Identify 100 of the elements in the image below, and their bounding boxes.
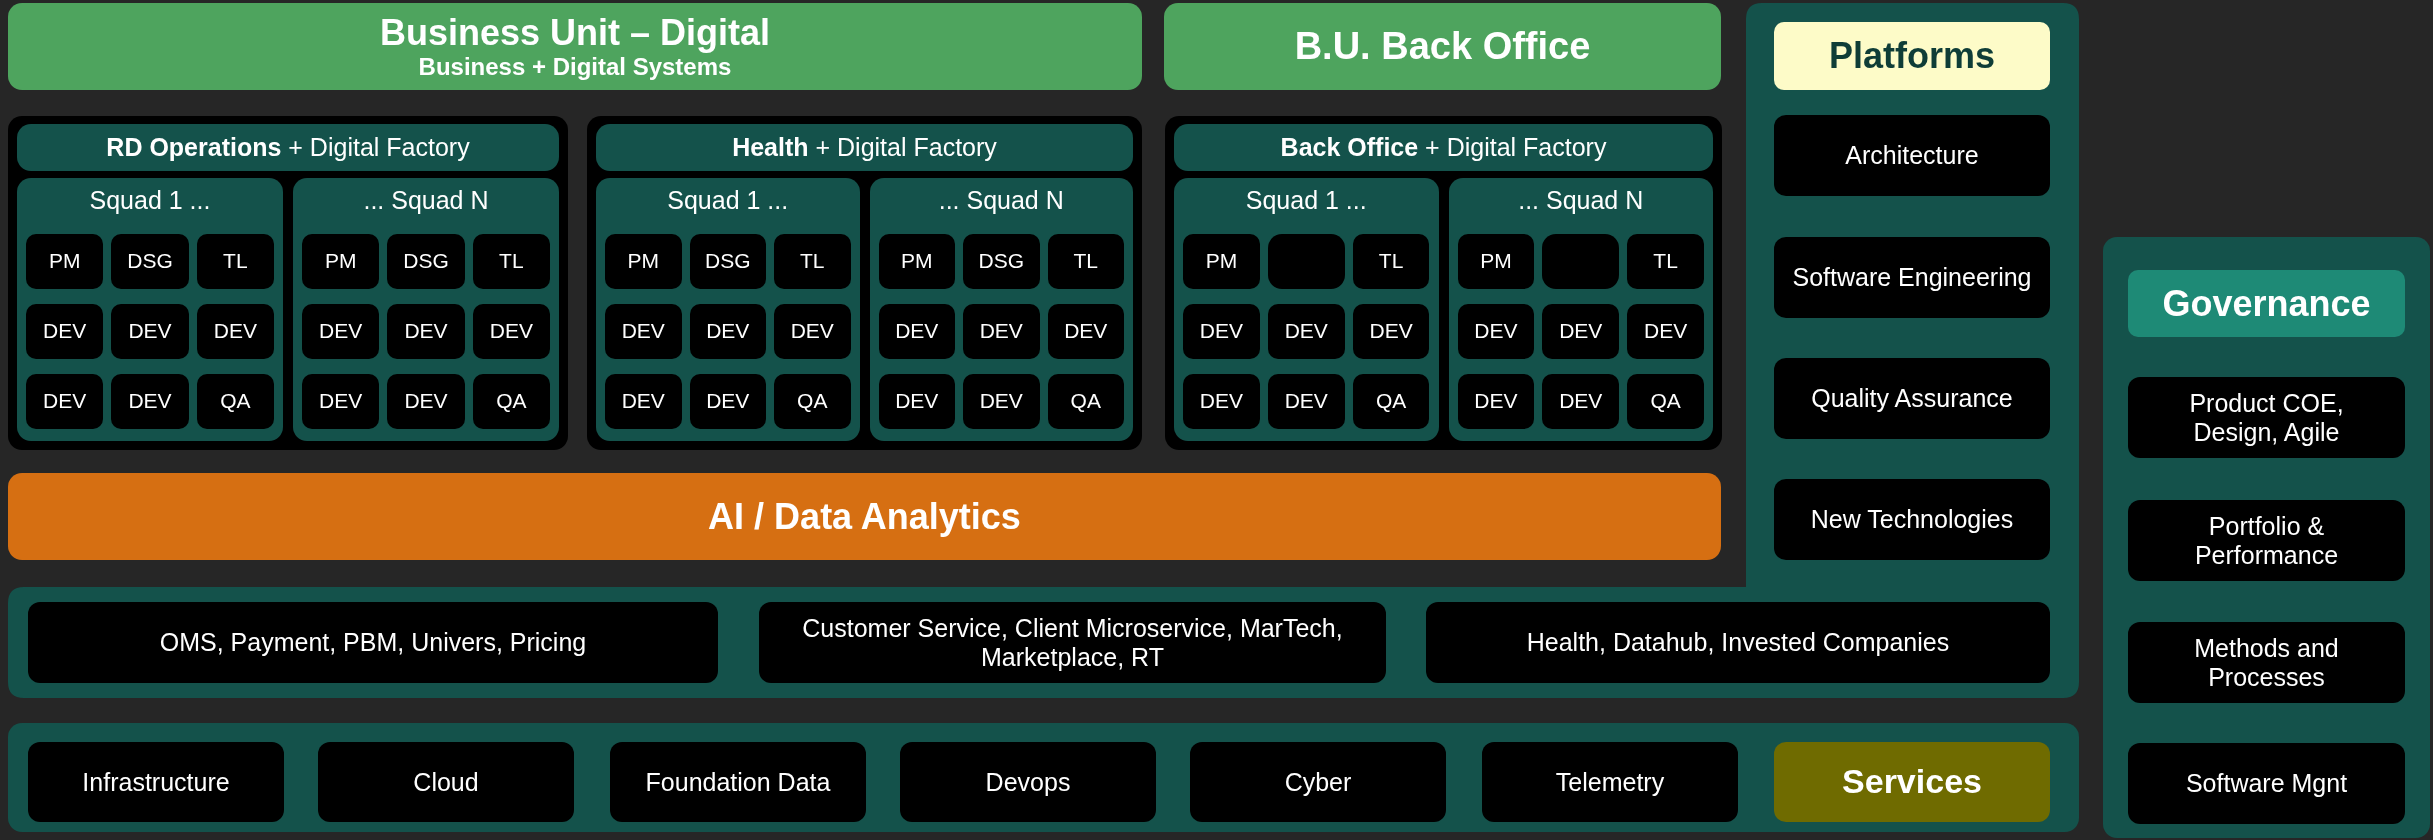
role-tile: PM (878, 234, 955, 289)
service-tile: Foundation Data (610, 742, 866, 822)
banner-title: B.U. Back Office (1294, 24, 1591, 69)
role-tile: DEV (605, 304, 682, 359)
role-tile: DEV (774, 304, 851, 359)
role-tile: DEV (472, 304, 550, 359)
squad-title: Squad 1 ... (1245, 186, 1367, 215)
section-header: Platforms (1774, 22, 2050, 90)
squad-title: ... Squad N (363, 186, 489, 215)
banner-title: Business Unit – Digital (379, 12, 771, 54)
role-tile (1542, 234, 1620, 289)
role-tile: DEV (1352, 304, 1430, 359)
role-tile: QA (774, 374, 851, 429)
capability-tile: Software Engineering (1774, 237, 2050, 318)
capability-tile: Quality Assurance (1774, 358, 2050, 439)
governance-tile: Portfolio & Performance (2128, 500, 2405, 581)
role-tile: DEV (1183, 374, 1260, 429)
role-tile: DEV (1267, 304, 1345, 359)
role-tile: TL (1047, 234, 1124, 289)
role-tile: DSG (387, 234, 465, 289)
role-tile: QA (196, 374, 274, 429)
role-tile: PM (1183, 234, 1260, 289)
squad-title: ... Squad N (1518, 186, 1644, 215)
squad-title: ... Squad N (938, 186, 1064, 215)
role-tile: DEV (387, 304, 465, 359)
factory-header: Back Office + Digital Factory (1174, 124, 1713, 171)
role-tile: TL (1627, 234, 1704, 289)
role-tile: DEV (1267, 374, 1345, 429)
role-tile: DEV (1627, 304, 1704, 359)
squad-title: Squad 1 ... (89, 186, 211, 215)
squad-title: Squad 1 ... (667, 186, 789, 215)
role-tile: TL (774, 234, 851, 289)
unit-banner (8, 3, 1142, 90)
role-tile: TL (472, 234, 550, 289)
role-tile: PM (605, 234, 682, 289)
services-panel (8, 723, 2079, 832)
governance-tile: Product COE, Design, Agile (2128, 377, 2405, 458)
role-tile: DEV (387, 374, 465, 429)
governance-tile: Methods and Processes (2128, 622, 2405, 703)
role-tile: DEV (1457, 374, 1535, 429)
capability-tile: Architecture (1774, 115, 2050, 196)
factory-panel (8, 116, 568, 450)
service-tile: Devops (900, 742, 1156, 822)
factory-header: RD Operations + Digital Factory (17, 124, 559, 171)
role-tile: PM (1457, 234, 1535, 289)
role-tile: QA (1047, 374, 1124, 429)
role-tile: DEV (689, 374, 766, 429)
role-tile: DEV (1183, 304, 1260, 359)
role-tile: DEV (111, 304, 189, 359)
factory-header: Health + Digital Factory (596, 124, 1133, 171)
role-tile: DEV (302, 374, 380, 429)
squad-panel (17, 178, 283, 441)
squad-panel (293, 178, 559, 441)
squad-panel (869, 178, 1133, 441)
capability-tile: New Technologies (1774, 479, 2050, 560)
factory-panel (1165, 116, 1722, 450)
section-header: Services (1774, 742, 2050, 822)
factory-panel (587, 116, 1142, 450)
unit-banner (1164, 3, 1721, 90)
role-tile: DSG (689, 234, 766, 289)
analytics-bar: AI / Data Analytics (8, 473, 1721, 560)
governance-panel (2103, 237, 2430, 838)
role-tile: DSG (963, 234, 1040, 289)
banner-subtitle: Business + Digital Systems (418, 53, 732, 81)
role-tile: PM (26, 234, 104, 289)
role-tile (1267, 234, 1345, 289)
role-tile: QA (472, 374, 550, 429)
role-tile: QA (1627, 374, 1704, 429)
role-tile: PM (302, 234, 380, 289)
role-tile: QA (1352, 374, 1430, 429)
section-header: Governance (2128, 270, 2405, 337)
role-tile: DEV (111, 374, 189, 429)
role-tile: DEV (196, 304, 274, 359)
squad-panel (1448, 178, 1713, 441)
service-tile: Infrastructure (28, 742, 284, 822)
role-tile: DEV (689, 304, 766, 359)
role-tile: DEV (302, 304, 380, 359)
role-tile: DEV (1047, 304, 1124, 359)
role-tile: DEV (1542, 374, 1620, 429)
role-tile: DEV (963, 304, 1040, 359)
service-tile: Cloud (318, 742, 574, 822)
role-tile: DEV (963, 374, 1040, 429)
role-tile: DEV (878, 374, 955, 429)
system-tile: Customer Service, Client Microservice, MarTech, Marketplace, RT (759, 602, 1386, 683)
role-tile: DEV (26, 304, 104, 359)
role-tile: DEV (605, 374, 682, 429)
governance-tile: Software Mgnt (2128, 743, 2405, 824)
role-tile: DEV (1457, 304, 1535, 359)
service-tile: Cyber (1190, 742, 1446, 822)
role-tile: TL (196, 234, 274, 289)
system-tile: OMS, Payment, PBM, Univers, Pricing (28, 602, 718, 683)
role-tile: DEV (878, 304, 955, 359)
role-tile: TL (1352, 234, 1430, 289)
role-tile: DEV (26, 374, 104, 429)
role-tile: DSG (111, 234, 189, 289)
role-tile: DEV (1542, 304, 1620, 359)
service-tile: Telemetry (1482, 742, 1738, 822)
squad-panel (596, 178, 860, 441)
system-tile: Health, Datahub, Invested Companies (1426, 602, 2050, 683)
squad-panel (1174, 178, 1439, 441)
